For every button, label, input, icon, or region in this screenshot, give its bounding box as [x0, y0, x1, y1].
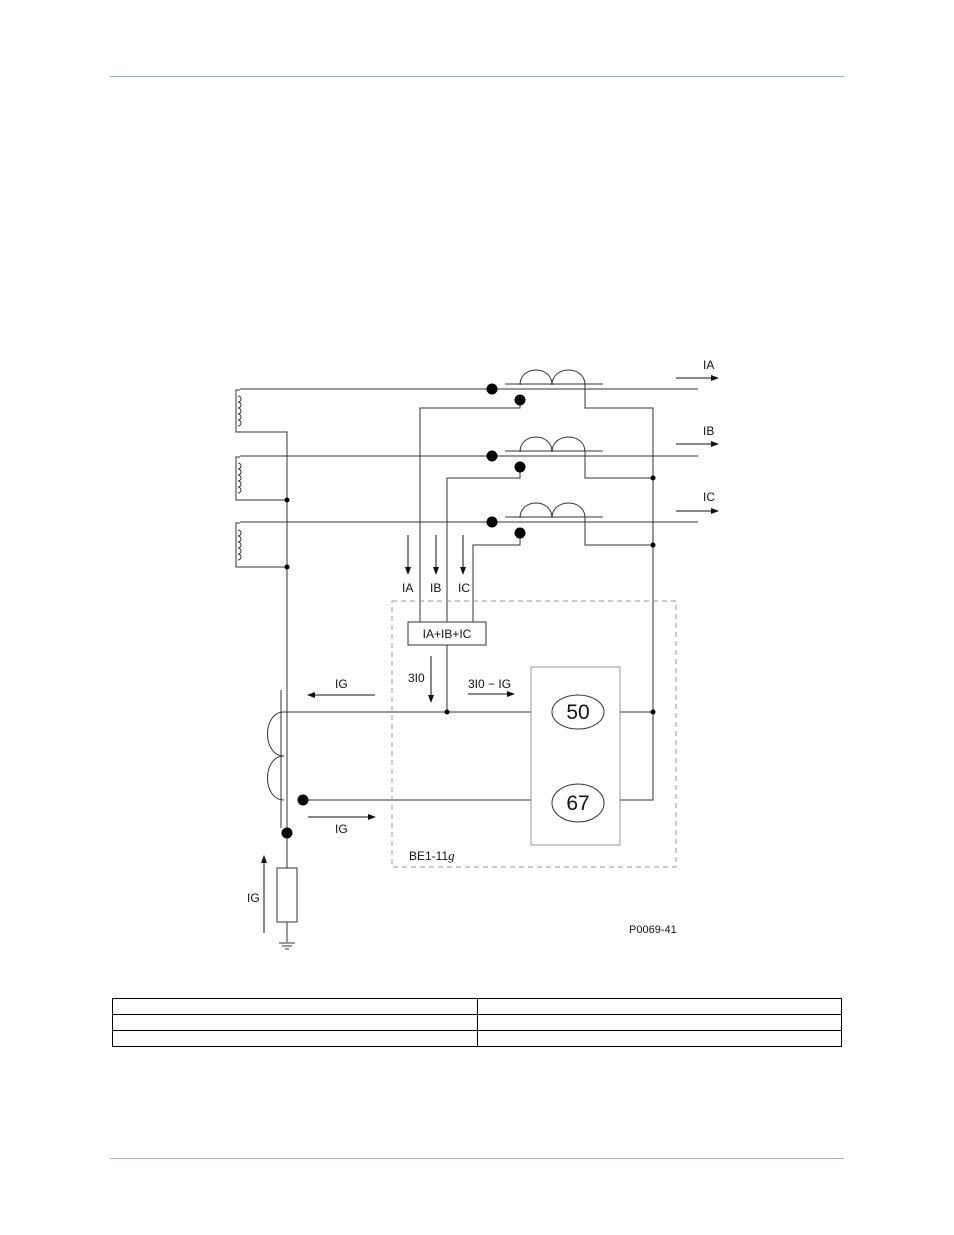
junction-dot [650, 709, 656, 715]
polarity-dot-c-secondary [514, 527, 526, 539]
junction-dot [284, 564, 290, 570]
neutral-wire [240, 431, 288, 833]
table-row [112, 998, 842, 1015]
junction-dot [650, 542, 656, 548]
ct-phase-b [505, 436, 603, 453]
part-number-label: P0069-41 [629, 924, 677, 936]
source-winding-a [235, 389, 242, 433]
polarity-dot-ground-ct [297, 794, 309, 806]
junction-dot [284, 497, 290, 503]
ground-current-label-bottom: IG [335, 822, 348, 836]
ct-phase-c [505, 502, 603, 519]
table-row [112, 1030, 842, 1047]
polarity-dot-c-primary [486, 516, 498, 528]
grounding-resistor [276, 867, 298, 923]
line-label-ic: IC [703, 490, 715, 504]
junction-dot [650, 475, 656, 481]
ground-current-label-top: IG [335, 677, 348, 691]
source-winding-b [235, 456, 242, 501]
ground-symbol [279, 942, 295, 950]
junction-dot [444, 709, 450, 715]
empty-table [112, 998, 842, 1047]
table-cell [476, 1014, 842, 1031]
element-50-circle [551, 694, 605, 730]
table-cell [476, 998, 842, 1015]
input-label-ic: IC [458, 581, 470, 595]
element-67-circle [551, 783, 605, 823]
table-cell [112, 998, 478, 1015]
table-row [112, 1014, 842, 1031]
difference-label: 3I0 − IG [468, 677, 511, 691]
table-cell [476, 1030, 842, 1047]
summing-block-label: IA+IB+IC [423, 627, 472, 641]
input-label-ia: IA [402, 581, 413, 595]
polarity-dot-a-secondary [514, 394, 526, 406]
ct-phase-a [505, 369, 603, 386]
relay-element-block [530, 666, 621, 846]
source-winding-c [235, 522, 242, 568]
device-boundary [391, 600, 677, 868]
ct-common-return [584, 385, 654, 801]
table-cell [112, 1014, 478, 1031]
polarity-dot-b-primary [486, 450, 498, 462]
ic-lead [472, 533, 521, 622]
device-name-label: BE1-11g [409, 848, 455, 863]
polarity-dot-a-primary [486, 383, 498, 395]
footer-rule [110, 1158, 844, 1159]
element-50-label: 50 [566, 701, 589, 724]
input-label-ib: IB [430, 581, 441, 595]
line-label-ia: IA [703, 358, 714, 372]
polarity-dot-b-secondary [514, 461, 526, 473]
summing-block [407, 621, 487, 646]
table-cell [112, 1030, 478, 1047]
element-67-label: 67 [566, 792, 589, 815]
ground-current-label-left: IG [247, 891, 260, 905]
line-label-ib: IB [703, 424, 714, 438]
header-rule [110, 76, 844, 77]
polarity-dot-neutral [281, 827, 293, 839]
ground-ct [267, 690, 285, 828]
residual-label: 3I0 [408, 671, 425, 685]
